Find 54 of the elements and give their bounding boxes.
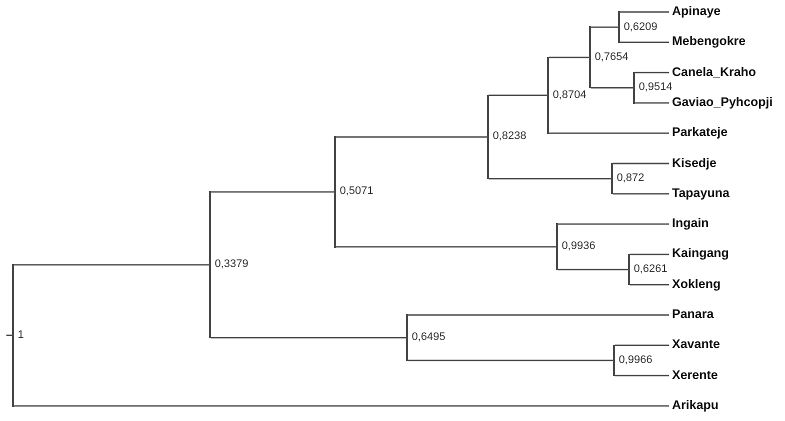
- support-value: 0,3379: [214, 258, 248, 272]
- branch-line: [408, 314, 669, 316]
- branch-line: [620, 42, 669, 43]
- branch-line: [630, 254, 669, 256]
- support-value: 0,7654: [594, 50, 628, 64]
- taxon-label: Kaingang: [669, 246, 729, 262]
- branch-line: [612, 193, 669, 194]
- branch-line: [558, 268, 628, 270]
- support-value: 0,8704: [552, 88, 586, 102]
- support-value: 0,9936: [562, 240, 596, 254]
- taxon-label: Xavante: [669, 337, 720, 352]
- branch-line: [14, 405, 669, 407]
- support-value: 0,9514: [638, 81, 672, 94]
- branch-line: [336, 136, 488, 138]
- branch-line: [612, 162, 669, 164]
- taxon-label: Ingain: [669, 216, 709, 232]
- support-value: 0,9966: [618, 354, 652, 367]
- branch-line: [408, 360, 614, 362]
- support-value: 1: [18, 328, 24, 342]
- branch-line: [590, 87, 634, 88]
- taxon-label: Parkateje: [669, 125, 728, 140]
- taxon-label: Mebengokre: [669, 34, 746, 50]
- taxon-label: Gaviao_Pyhcopji: [669, 94, 773, 110]
- branch-line: [558, 223, 669, 225]
- branch-line: [14, 264, 210, 266]
- branch-line: [210, 337, 406, 338]
- taxon-label: Kisedje: [669, 156, 716, 170]
- support-value: 0,6495: [412, 331, 446, 344]
- branch-line: [488, 178, 612, 180]
- taxon-label: Arikapu: [669, 398, 719, 413]
- support-value: 0,6209: [624, 20, 658, 34]
- branch-line: [634, 102, 669, 104]
- taxon-label: Xokleng: [669, 276, 721, 292]
- branch-line: [210, 191, 334, 193]
- root-stub: [6, 334, 12, 336]
- branch-line: [614, 374, 669, 376]
- branch-line: [548, 56, 590, 58]
- taxon-label: Panara: [669, 307, 714, 322]
- branch-line: [620, 11, 669, 13]
- branch-line: [336, 246, 556, 248]
- taxon-label: Canela_Kraho: [669, 64, 756, 80]
- taxon-label: Xerente: [669, 368, 718, 383]
- taxon-label: Apinaye: [669, 4, 721, 19]
- branch-line: [548, 132, 669, 134]
- support-value: 0,8238: [492, 130, 526, 144]
- branch-line: [590, 26, 618, 28]
- support-value: 0,6261: [634, 263, 668, 276]
- branch-line: [614, 344, 669, 346]
- branch-line: [630, 284, 669, 286]
- branch-line: [488, 94, 548, 96]
- taxon-label: Tapayuna: [669, 186, 730, 201]
- branch-line: [634, 72, 669, 74]
- support-value: 0,872: [616, 172, 644, 186]
- support-value: 0,5071: [340, 185, 374, 198]
